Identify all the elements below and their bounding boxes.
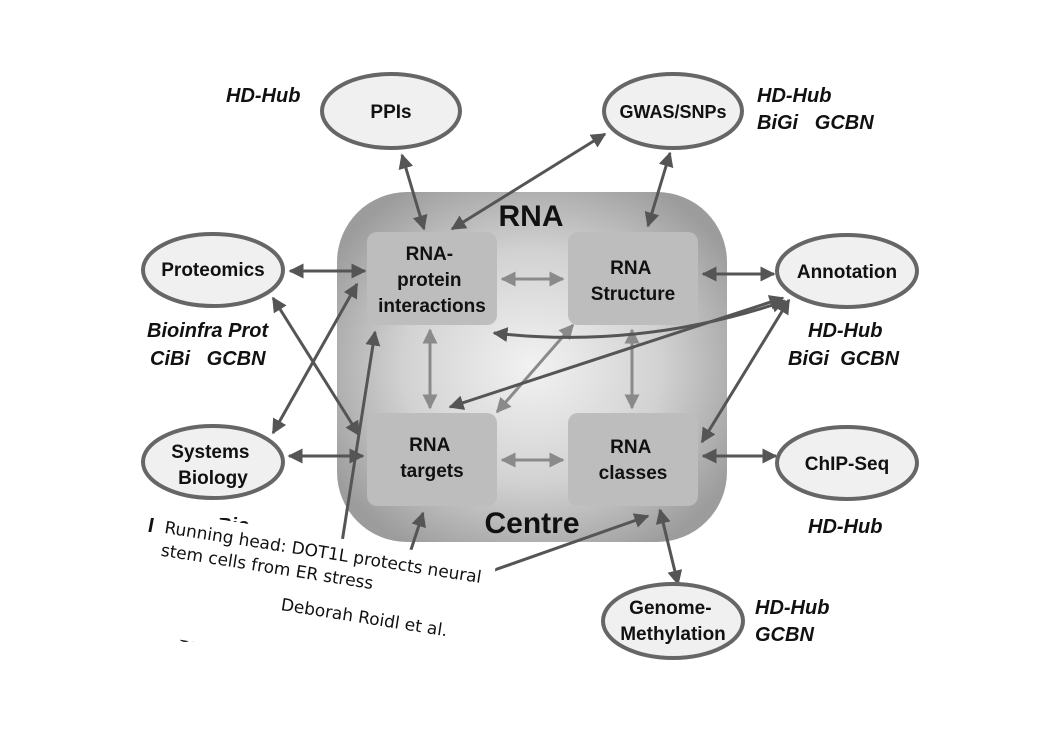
outer-nodes: [141, 72, 919, 660]
annotation-label: Annotation: [797, 262, 897, 283]
arrow-gwas-structure: [644, 151, 674, 228]
arrow-gwas-protein: [450, 132, 607, 231]
arrow-sysbio-protein: [271, 282, 359, 435]
node-ppis: [320, 72, 462, 150]
arrow-ppis-protein: [398, 153, 428, 231]
group-chipseq: HD-Hub: [808, 516, 882, 538]
ppis-label: PPIs: [370, 102, 411, 123]
group-proteomics: Bioinfra Prot CiBi GCBN: [147, 320, 274, 370]
arrow-annotation-classes: [700, 298, 791, 444]
group-genome-methylation: HD-Hub GCBN: [755, 597, 835, 646]
running-head-background: [142, 510, 497, 687]
node-chipseq: [775, 425, 919, 501]
gwas-label: GWAS/SNPs: [619, 102, 726, 122]
centre-title-centre: Centre: [484, 507, 579, 540]
rna-classes-label: RNA classes: [599, 437, 668, 484]
rna-targets-label: RNA targets: [400, 435, 463, 482]
rna-targets-box: [367, 413, 497, 506]
outer-arrows: [271, 132, 791, 586]
group-gwas: HD-Hub BiGi GCBN: [757, 85, 874, 134]
group-annotation: HD-Hub BiGi GCBN: [788, 320, 900, 370]
node-systems-biology: [141, 424, 285, 500]
arrow-methylation-classes: [655, 508, 683, 586]
node-gwas: [602, 72, 744, 150]
group-ppis: HD-Hub: [226, 85, 300, 107]
genome-methylation-label: Genome- Methylation: [620, 598, 726, 645]
node-genome-methylation: [601, 582, 745, 660]
arrow-lower-left-classes: [465, 513, 650, 582]
centre-title-rna: RNA: [499, 200, 564, 233]
rna-classes-box: [568, 413, 698, 506]
node-annotation: [775, 233, 919, 309]
running-head-overlay: Running head: DOT1L protects neural stem…: [142, 510, 497, 687]
proteomics-label: Proteomics: [161, 260, 264, 281]
chipseq-label: ChIP-Seq: [805, 454, 889, 475]
node-proteomics: [141, 232, 285, 308]
systems-biology-label: Systems Biology: [171, 442, 254, 489]
arrow-long-up-protein: [338, 330, 381, 556]
